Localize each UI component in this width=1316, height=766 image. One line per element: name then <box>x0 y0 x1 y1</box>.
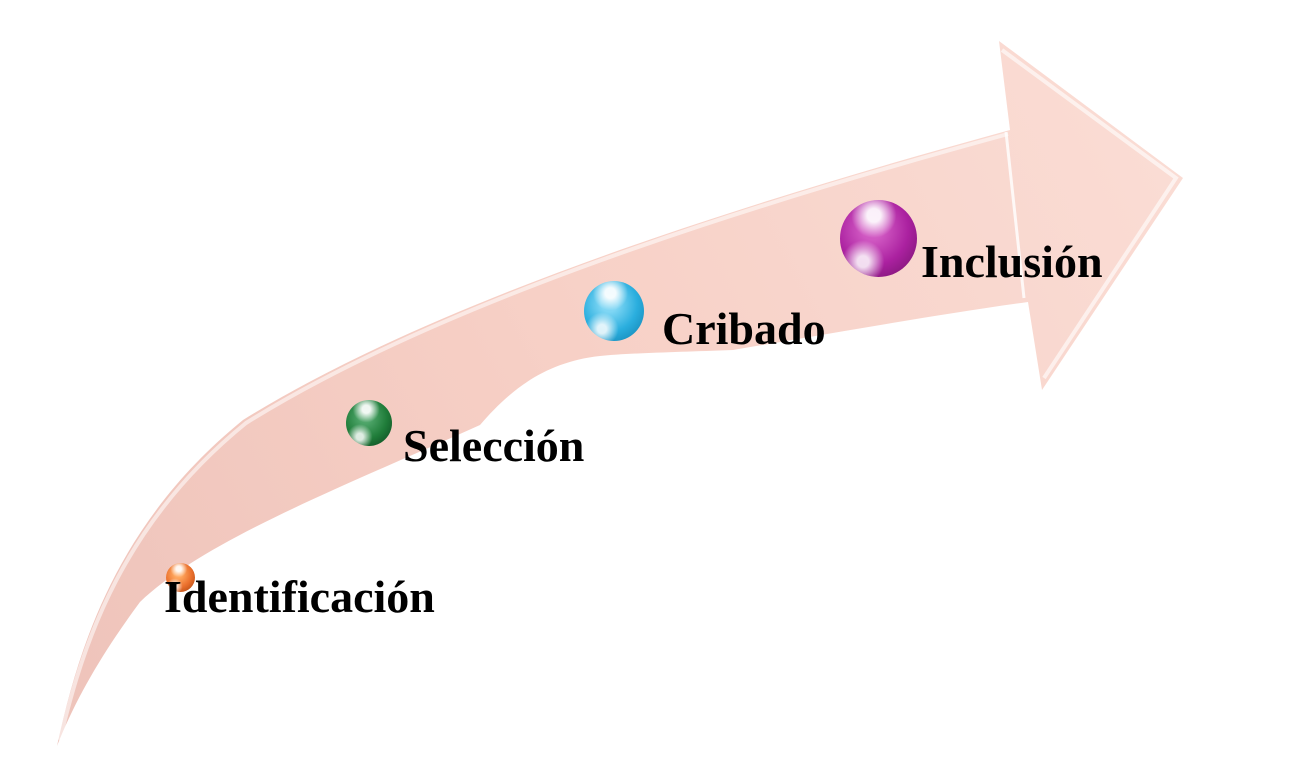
step-label: Selección <box>403 420 585 471</box>
green-sphere-icon <box>346 400 392 446</box>
orange-sphere-icon <box>166 563 195 592</box>
step-label: Cribado <box>662 303 826 354</box>
arrowhead-seam-highlight <box>1004 131 1026 299</box>
step-label: Inclusión <box>921 236 1103 287</box>
step-label: Identificación <box>164 571 435 622</box>
magenta-sphere-icon <box>840 200 917 277</box>
blue-sphere-icon <box>584 281 644 341</box>
arrowhead-edge-highlight <box>1000 48 1179 380</box>
arrow-top-bevel-highlight <box>58 132 1009 741</box>
arrow-shape <box>57 41 1183 746</box>
